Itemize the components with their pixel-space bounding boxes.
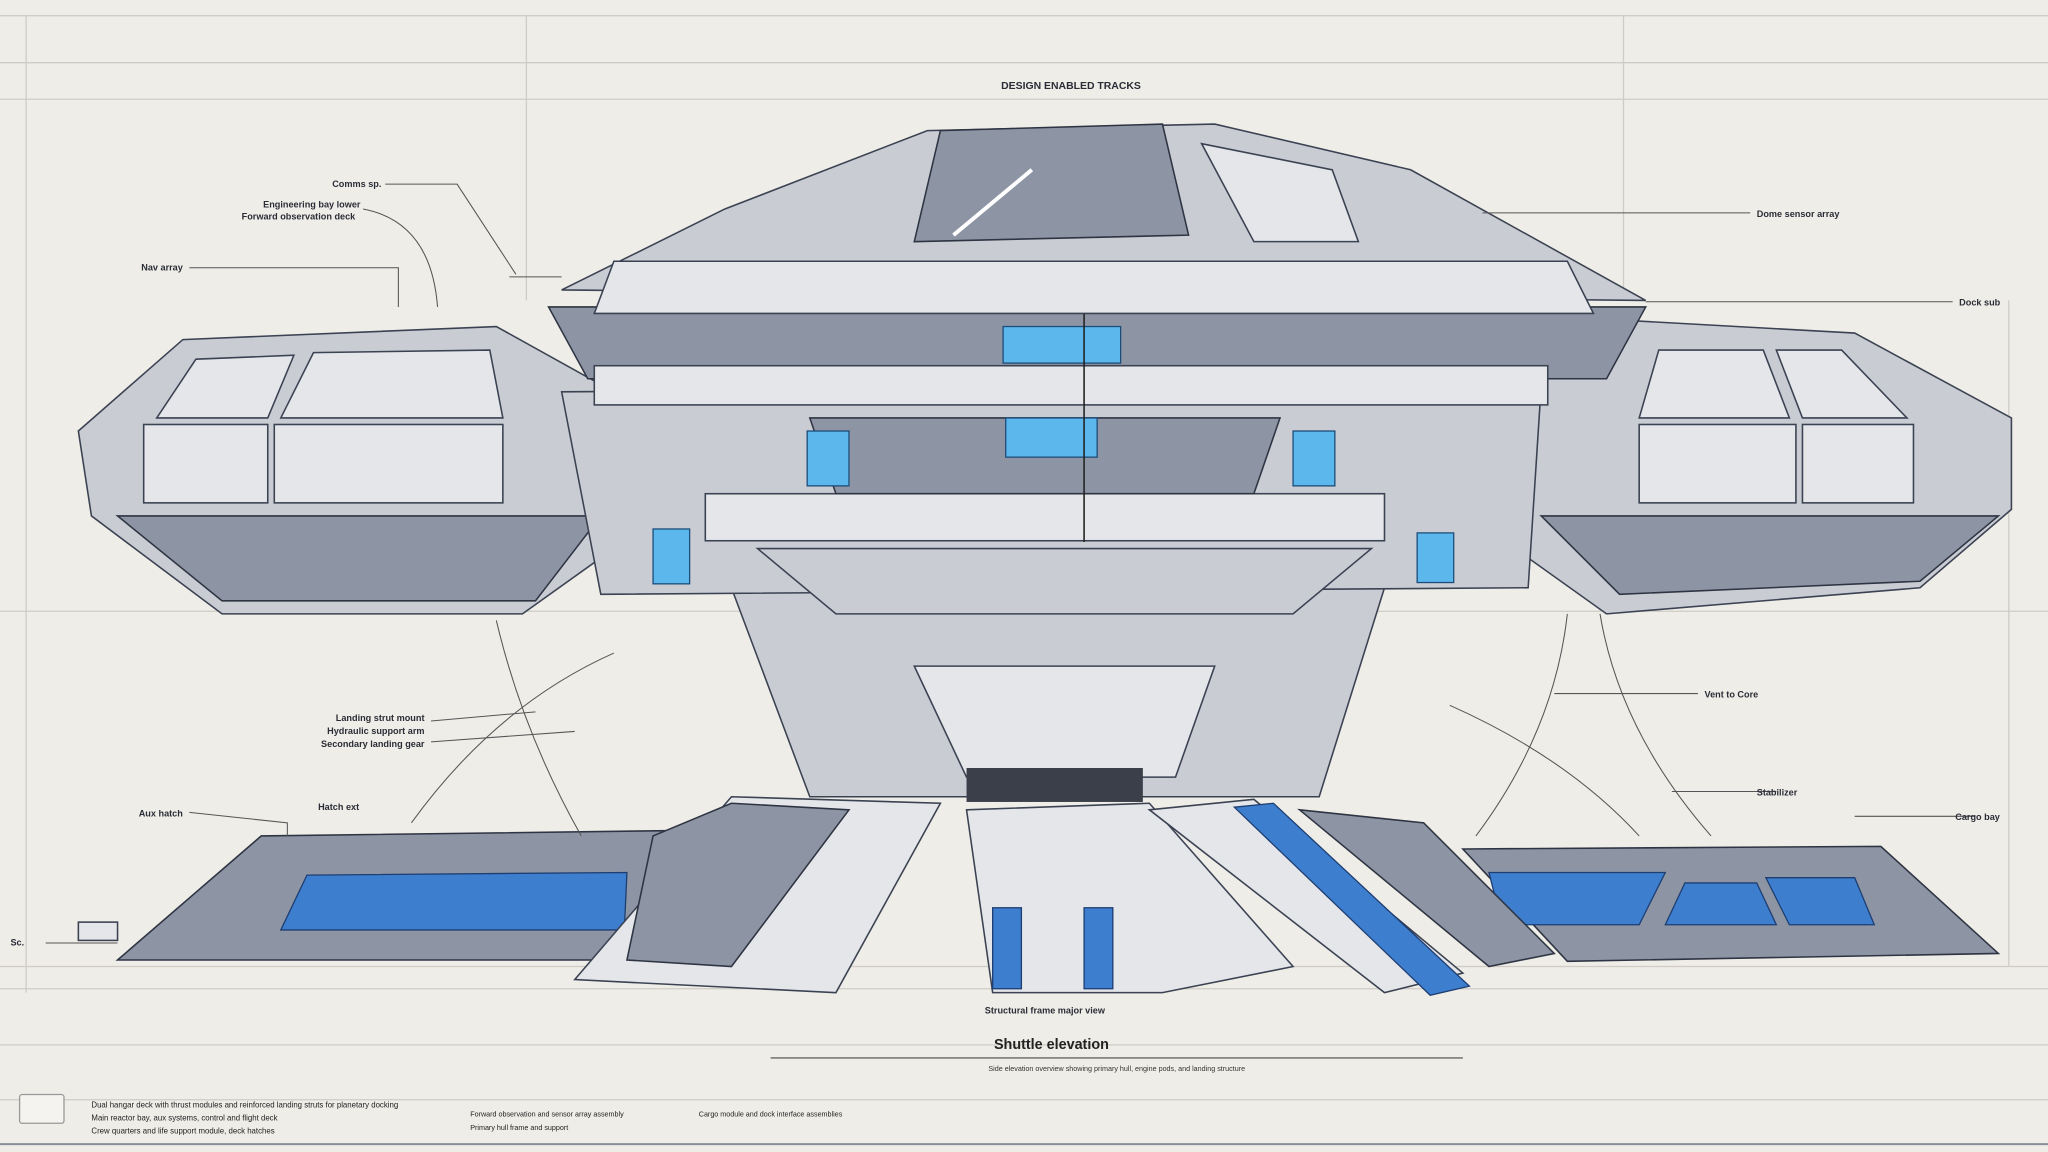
- footer-line: Primary hull frame and support: [470, 1124, 568, 1132]
- engine-pod-left: [77, 325, 615, 615]
- callout-label: Nav array: [141, 262, 184, 272]
- footer-line: Cargo module and dock interface assembli…: [699, 1111, 843, 1119]
- callout-label: Hydraulic support arm: [327, 726, 424, 736]
- top-dome: [561, 123, 1647, 315]
- footer-line: Dual hangar deck with thrust modules and…: [91, 1101, 398, 1110]
- caption-top: Structural frame major view: [985, 1006, 1106, 1016]
- support-cables: [411, 613, 1712, 837]
- callout-label: Vent to Core: [1704, 689, 1758, 699]
- callout-lines: [45, 183, 1975, 944]
- callout-label: Cargo bay: [1955, 812, 2001, 822]
- footer-stamp-icon: [18, 1093, 65, 1124]
- engine-pod-right: [1514, 319, 2013, 615]
- callout-label: Dome sensor array: [1757, 209, 1841, 219]
- callout-label: Comms sp.: [332, 179, 381, 189]
- caption-rule-text: Side elevation overview showing primary …: [988, 1065, 1245, 1073]
- callout-label: Sc.: [10, 938, 24, 948]
- callout-labels-left: Comms sp. Engineering bay lower Forward …: [10, 179, 424, 948]
- callout-labels-right: Dome sensor array Dock sub Vent to Core …: [1704, 209, 2000, 822]
- central-pillar: [730, 586, 1386, 802]
- footer-line: Forward observation and sensor array ass…: [470, 1111, 624, 1119]
- callout-label: Landing strut mount: [336, 713, 425, 723]
- callout-label: Secondary landing gear: [321, 739, 425, 749]
- callout-label: Engineering bay lower: [263, 200, 361, 210]
- main-hull: [547, 274, 1648, 615]
- footer-line: Main reactor bay, aux systems, control a…: [91, 1114, 277, 1123]
- callout-label: Hatch ext: [318, 802, 359, 812]
- landing-platform-left: [77, 829, 681, 961]
- footer-notes: Dual hangar deck with thrust modules and…: [0, 1093, 2048, 1146]
- caption-main: Shuttle elevation: [994, 1037, 1109, 1053]
- landing-platform-right: [1461, 845, 2001, 963]
- central-landing-structure: [573, 795, 1556, 996]
- footer-line: Crew quarters and life support module, d…: [91, 1127, 274, 1136]
- callout-label: Aux hatch: [139, 808, 184, 818]
- callout-label: Forward observation deck: [242, 211, 357, 221]
- diagram-title: DESIGN ENABLED TRACKS: [1001, 81, 1141, 92]
- callout-label: Dock sub: [1959, 298, 2000, 308]
- callout-label: Stabilizer: [1757, 787, 1798, 797]
